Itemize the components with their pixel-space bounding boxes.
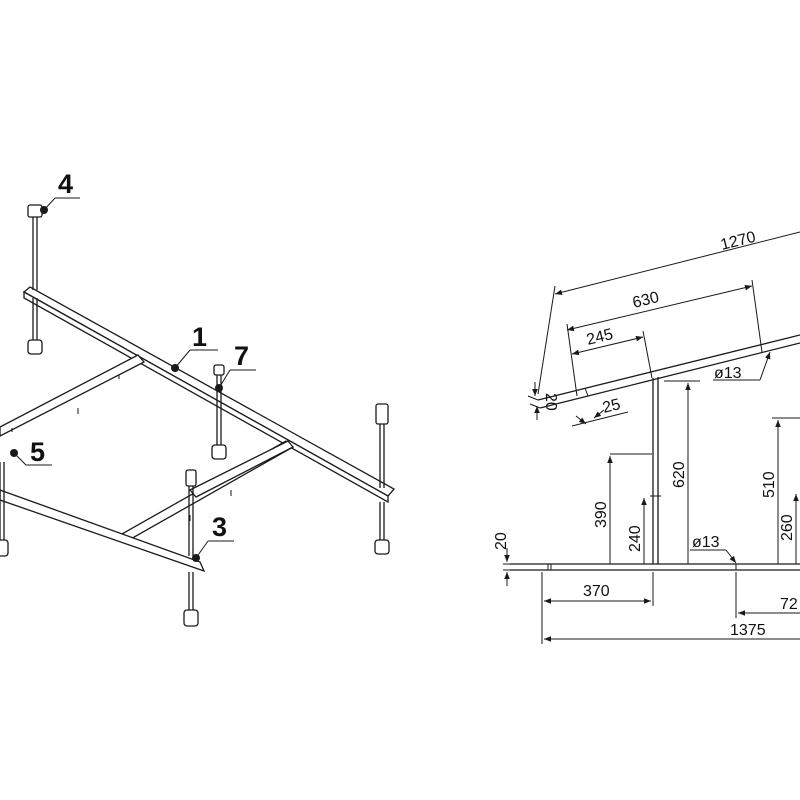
dim-20-top-label: 20 (542, 393, 559, 411)
callout-1: 1 (192, 322, 207, 352)
dim-245: 245 (571, 326, 653, 379)
dim-510: 510 (761, 417, 800, 564)
dim-260: 260 (779, 494, 799, 564)
dim-1270: 1270 (537, 229, 800, 395)
cross-beam-upper (0, 354, 146, 437)
dim-1375: 1375 (544, 622, 800, 642)
dim-390-label: 390 (593, 501, 610, 528)
upper-beam-profile (537, 334, 800, 409)
dim-25: 25 (571, 396, 629, 427)
dim-370-label: 370 (583, 583, 610, 600)
leg-right (374, 403, 390, 555)
dim-1270-label: 1270 (719, 229, 758, 254)
dim-240: 240 (627, 498, 647, 564)
dia-13-top-label: ø13 (714, 365, 742, 382)
main-beam (22, 286, 396, 504)
dia-13-top: ø13 (713, 351, 771, 382)
dim-620: 620 (664, 380, 700, 564)
callout-7: 7 (234, 341, 249, 371)
leg-left-front (0, 462, 9, 557)
vertical-posts (650, 377, 661, 564)
front-beam (0, 489, 206, 573)
dim-25-label: 25 (601, 396, 622, 417)
leg-4 (27, 204, 48, 355)
callout-4: 4 (58, 169, 73, 199)
dim-20-bottom-label: 20 (493, 532, 510, 550)
callout-3: 3 (212, 512, 227, 542)
dim-72: 72 (735, 572, 800, 618)
lower-beam-profile (510, 563, 800, 571)
dim-390: 390 (593, 453, 652, 564)
dim-245-label: 245 (585, 326, 615, 349)
dim-620-label: 620 (671, 461, 688, 488)
dim-630: 630 (566, 279, 763, 397)
dim-630-label: 630 (631, 289, 661, 312)
dim-1375-label: 1375 (730, 622, 766, 639)
leg-7 (211, 364, 227, 460)
dimensioned-view: 1270 630 245 20 25 (493, 229, 800, 644)
dim-72-label: 72 (780, 596, 798, 613)
isometric-frame-view: 1 3 4 5 7 (0, 169, 396, 627)
dim-370: 370 (541, 572, 654, 644)
dia-13-bottom: ø13 (690, 534, 737, 564)
leg-3 (183, 469, 200, 627)
hole-marks (11, 375, 232, 521)
short-rail (188, 440, 295, 498)
callout-leaders (10, 197, 256, 559)
dim-20-top: 20 (527, 382, 559, 420)
callout-5: 5 (30, 437, 45, 467)
dim-20-bottom: 20 (493, 532, 510, 586)
dim-510-label: 510 (761, 471, 778, 498)
dia-13-bottom-label: ø13 (692, 534, 720, 551)
dim-240-label: 240 (627, 525, 644, 552)
dim-260-label: 260 (779, 514, 796, 541)
